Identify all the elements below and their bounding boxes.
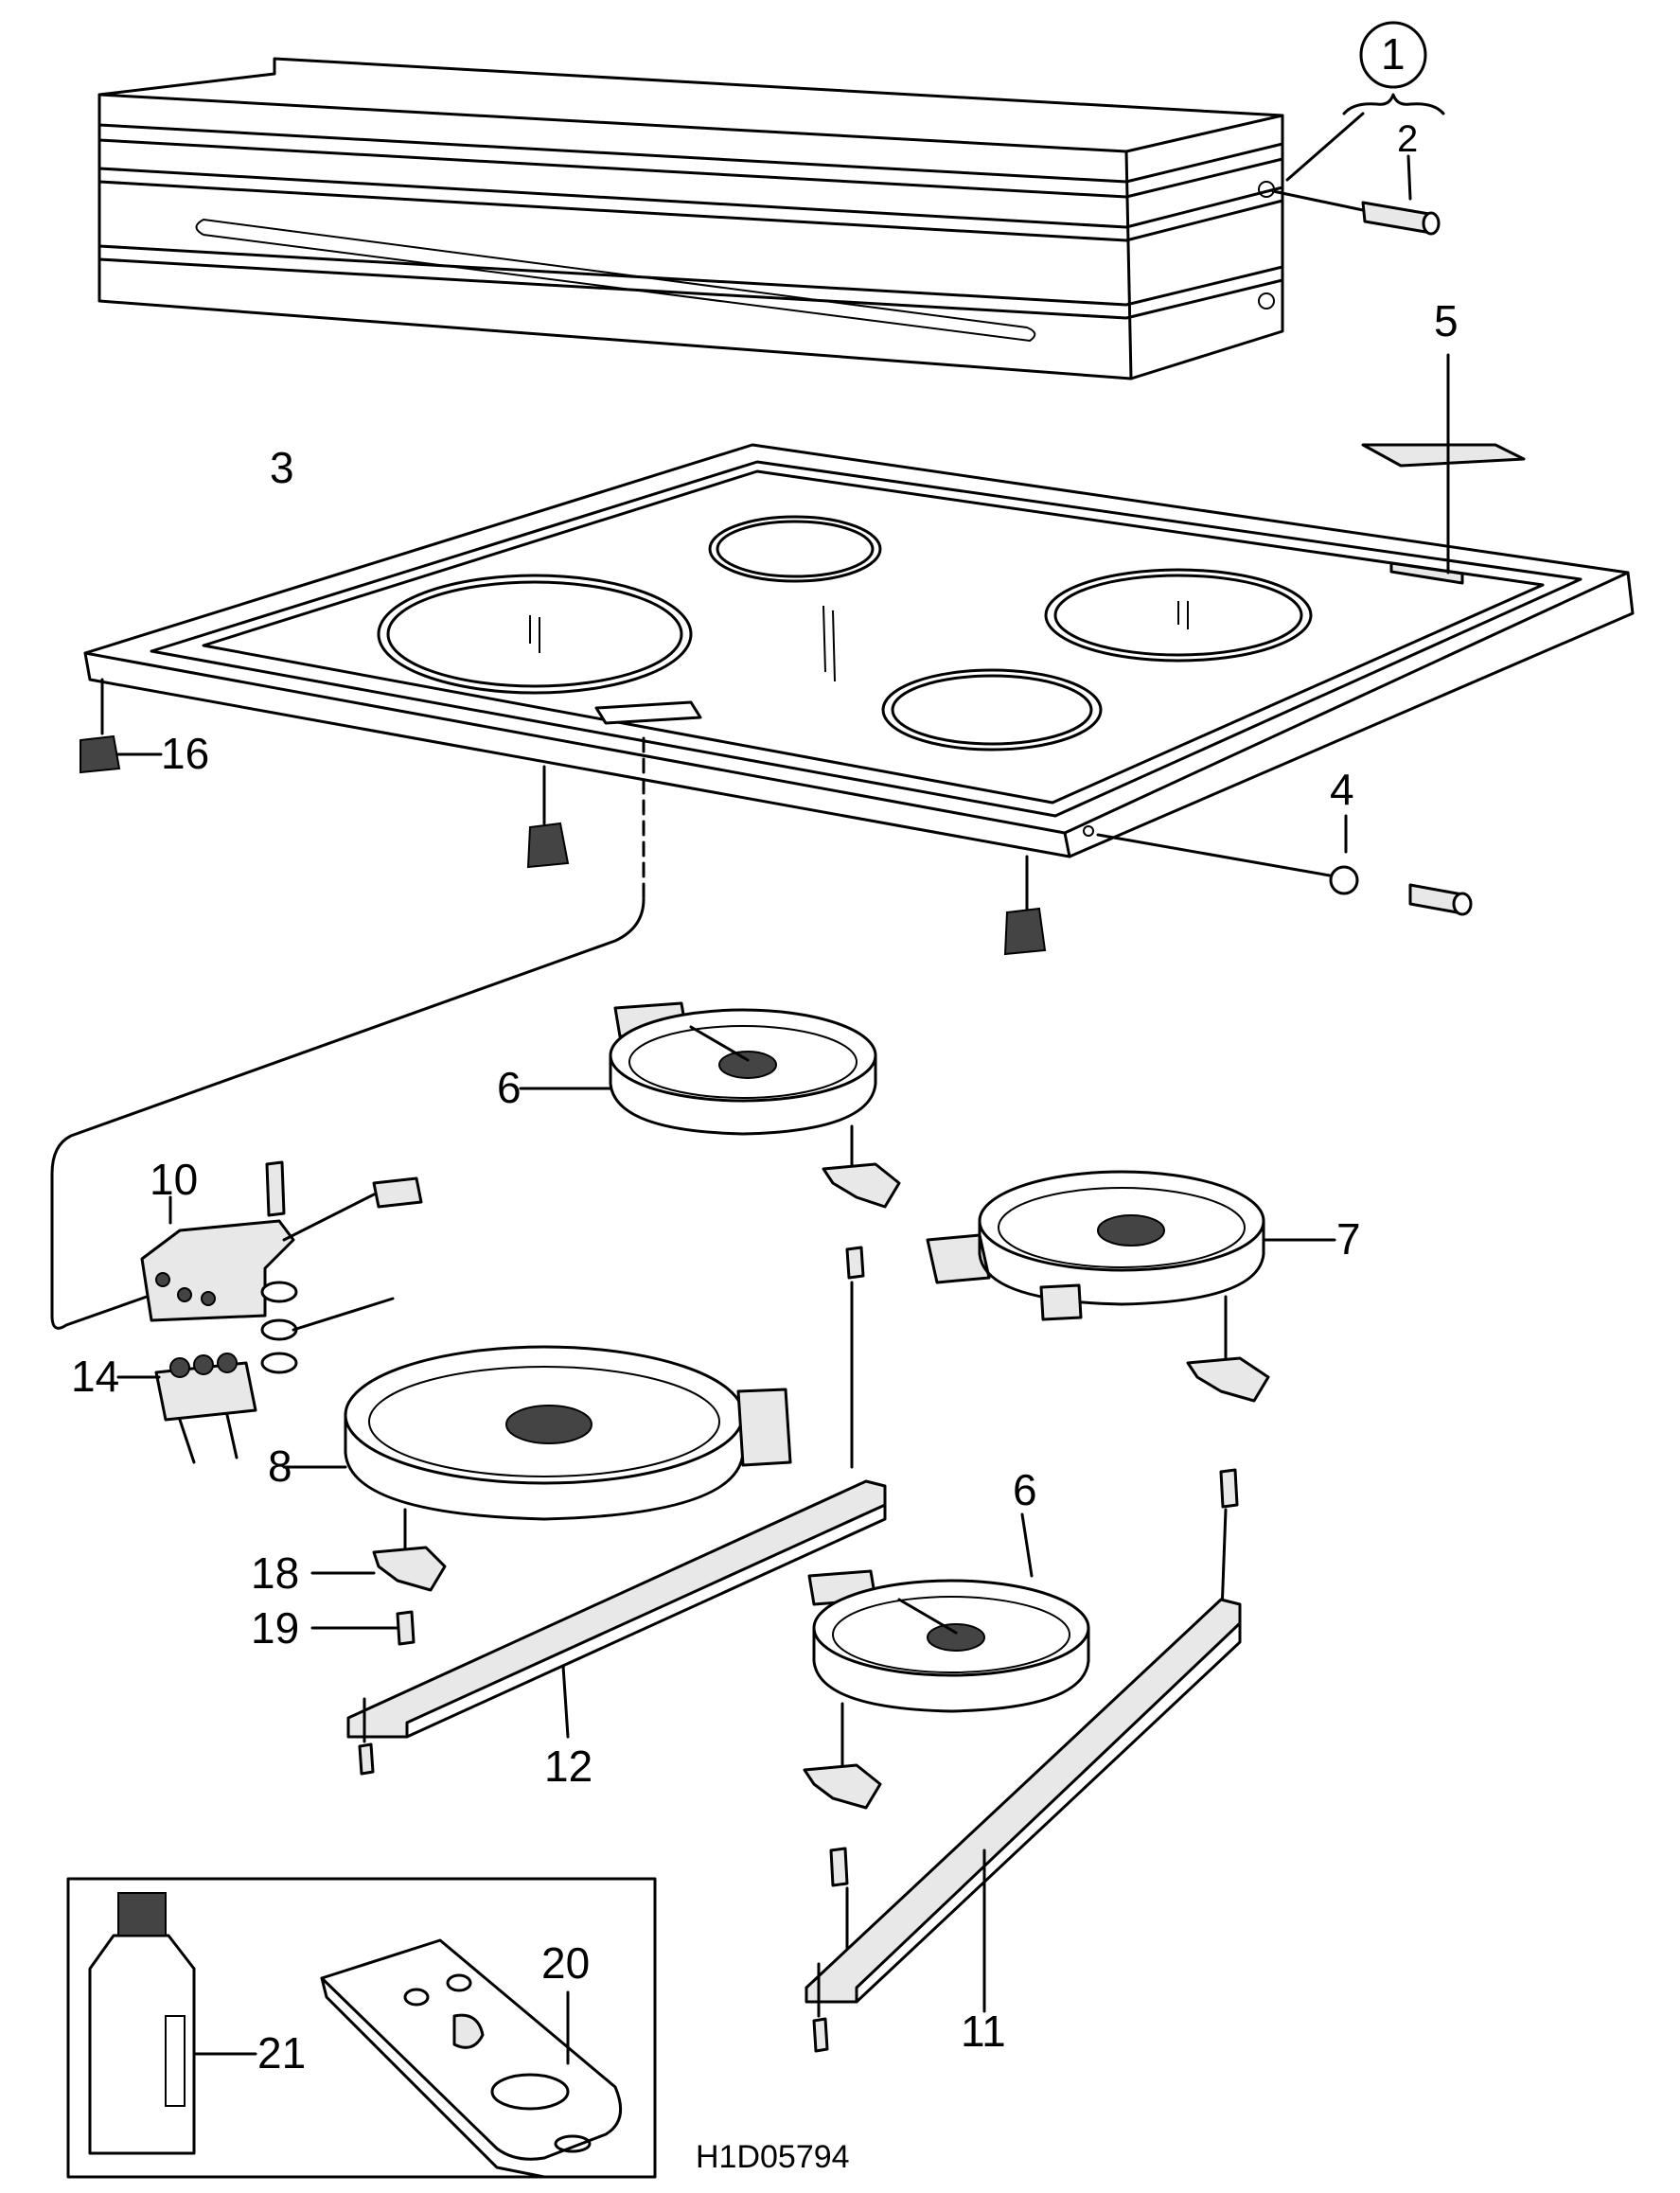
callout-7: 7	[1336, 1214, 1361, 1264]
callout-5: 5	[1434, 296, 1459, 345]
drawing-code: H1D05794	[696, 2139, 850, 2175]
callout-3: 3	[270, 443, 294, 492]
terminal-block-14	[116, 1353, 257, 1464]
callout-18: 18	[251, 1548, 299, 1598]
callout-8: 8	[268, 1441, 292, 1491]
callout-11: 11	[961, 2007, 1006, 2056]
heating-element-6-bottom	[807, 1512, 1090, 1713]
callout-10: 10	[150, 1155, 198, 1204]
accessories-box	[66, 1877, 657, 2179]
callout-20: 20	[541, 1938, 590, 1988]
callout-21: 21	[257, 2028, 306, 2078]
callout-6-top: 6	[497, 1063, 522, 1112]
bracket-8	[310, 1508, 447, 1646]
screw-part-4	[1096, 814, 1473, 916]
callout-1: 1	[1381, 29, 1406, 79]
terminal-block-10	[140, 1160, 423, 1322]
heating-element-7	[926, 1170, 1336, 1321]
callout-4: 4	[1330, 765, 1354, 814]
rail-12	[346, 1479, 887, 1776]
heating-element-6-top	[519, 1001, 877, 1136]
bracket-7	[1186, 1295, 1270, 1639]
bracket-top	[822, 1124, 901, 1469]
clip-part-5	[1361, 353, 1526, 575]
callout-6-bottom: 6	[1013, 1465, 1037, 1514]
callout-12: 12	[544, 1742, 592, 1791]
rail-11	[805, 1598, 1242, 2053]
back-panel	[97, 57, 1284, 380]
heating-element-8	[282, 1345, 792, 1521]
callout-19: 19	[251, 1603, 299, 1653]
connector-line	[50, 736, 645, 1330]
callout-14: 14	[71, 1352, 119, 1401]
cooktop-glass	[83, 443, 1635, 858]
feet	[80, 678, 1047, 956]
screw-part-2	[1271, 154, 1441, 236]
callout-2: 2	[1397, 118, 1418, 160]
callout-16: 16	[161, 729, 209, 778]
callout-1-group	[1285, 21, 1445, 182]
nuts	[260, 1281, 395, 1374]
bracket-bottom	[803, 1702, 882, 1956]
